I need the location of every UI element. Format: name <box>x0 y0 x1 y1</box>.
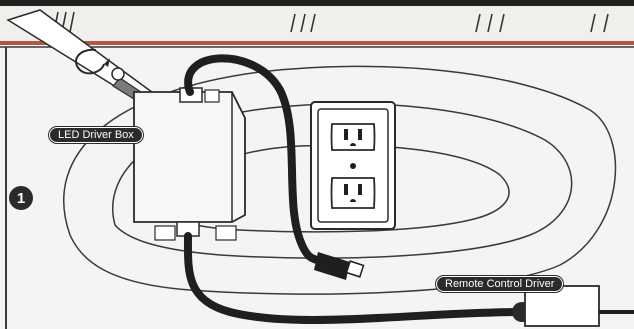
remote-control-driver <box>512 285 634 327</box>
remote-control-driver-label: Remote Control Driver <box>436 276 564 292</box>
remote-cord <box>183 232 524 324</box>
cabinet-underside <box>0 0 634 48</box>
step-number-badge: 1 <box>9 186 33 210</box>
led-driver-box <box>133 87 246 241</box>
duplex-outlet-icon <box>310 101 396 230</box>
led-driver-box-label: LED Driver Box <box>49 127 143 143</box>
power-plug-icon <box>314 252 365 280</box>
power-cord <box>184 54 326 266</box>
